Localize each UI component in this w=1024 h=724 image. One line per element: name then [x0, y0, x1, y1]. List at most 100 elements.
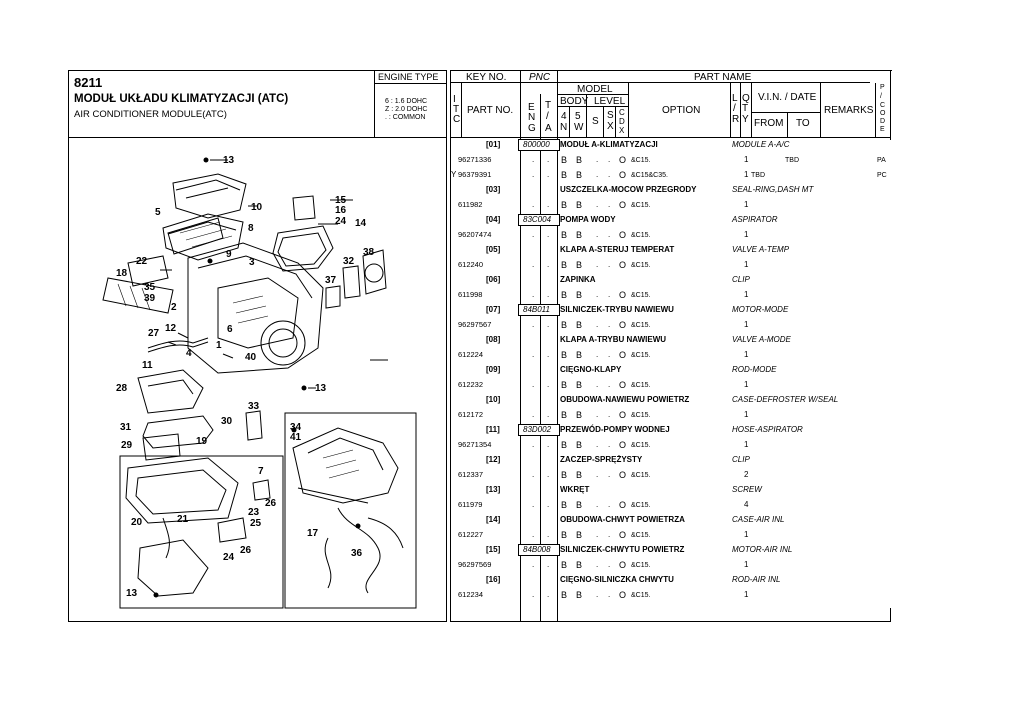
body-4n: B [561, 170, 568, 180]
ta-value: . [547, 155, 550, 164]
col-line-body [586, 94, 587, 138]
header-level-cdx-d: D [619, 117, 625, 126]
pnc-box [518, 214, 560, 226]
header-level-cdx-c: C [619, 108, 625, 117]
callout-41: 41 [290, 432, 302, 443]
level-sx: . [608, 170, 611, 179]
level-sx: . [608, 320, 611, 329]
part-number: 96379391 [458, 170, 492, 179]
option-code: &C15. [631, 502, 651, 509]
part-name: POMPA WODY [560, 215, 616, 224]
callout-1: 1 [216, 340, 222, 351]
level-cdx: O [619, 560, 627, 570]
pnc-code: 800000 [523, 140, 550, 149]
level-cdx: O [619, 200, 627, 210]
callout-4: 4 [186, 348, 192, 359]
callout-30: 30 [221, 416, 233, 427]
ta-value: . [547, 590, 550, 599]
header-part-name: PART NAME [694, 72, 752, 83]
level-s: . [596, 170, 599, 179]
part-name: MODUŁ A-KLIMATYZACJI [560, 140, 658, 149]
callout-19: 19 [196, 436, 208, 447]
level-s: . [596, 290, 599, 299]
ta-value: . [547, 530, 550, 539]
col-line-itc [461, 83, 462, 138]
body-5w: B [576, 260, 583, 270]
part-number: 612172 [458, 410, 484, 419]
quantity: 1 [744, 170, 749, 179]
part-number: 612337 [458, 470, 484, 479]
pnc-code: 83D002 [523, 425, 552, 434]
level-s: . [596, 350, 599, 359]
callout-26: 26 [265, 498, 277, 509]
ta-value: . [547, 260, 550, 269]
callout-36: 36 [351, 548, 363, 559]
callout-13b: 13 [315, 383, 327, 394]
level-sx: . [608, 530, 611, 539]
body-4n: B [561, 155, 568, 165]
level-sx: . [608, 155, 611, 164]
col-line-qty [740, 83, 741, 138]
engine-type-2: Z : 2.0 DOHC [385, 106, 428, 113]
callout-32: 32 [343, 256, 355, 267]
body-5w: B [576, 500, 583, 510]
body-4n: B [561, 470, 568, 480]
col-line-option [628, 83, 629, 138]
body-4n: B [561, 230, 568, 240]
model-line [557, 94, 628, 95]
quantity: 1 [744, 200, 749, 209]
option-code: &C15. [631, 412, 651, 419]
exploded-diagram: 13 10 5 8 9 3 15 16 24 14 22 18 35 39 2 … [102, 155, 417, 609]
pnc-code: 83C004 [523, 215, 552, 224]
part-name: KLAPA A-TRYBU NAWIEWU [560, 335, 667, 344]
header-eng-g: G [528, 123, 536, 134]
header-body-n: N [560, 122, 568, 133]
ta-value: . [547, 290, 550, 299]
level-cdx: O [619, 170, 627, 180]
part-name-en: CASE-DEFROSTER W/SEAL [732, 395, 839, 404]
body-4n: B [561, 350, 568, 360]
body-5w: B [576, 290, 583, 300]
quantity: 4 [744, 500, 749, 509]
header-qty-q: Q [742, 93, 750, 104]
header-pcode-o: O [880, 110, 886, 117]
part-name-en: SCREW [732, 485, 762, 494]
body-5w: B [576, 590, 583, 600]
callout-16: 16 [335, 205, 347, 216]
option-code: &C15. [631, 442, 651, 449]
part-number: 612227 [458, 530, 484, 539]
part-number: 612234 [458, 590, 484, 599]
key-no: [05] [486, 245, 501, 254]
callout-13: 13 [223, 155, 235, 166]
callout-40: 40 [245, 352, 257, 363]
callout-39: 39 [144, 293, 156, 304]
part-name: SILNICZEK-CHWYTU POWIETRZ [560, 545, 685, 554]
header-eng-n: N [528, 112, 536, 123]
body-4n: B [561, 200, 568, 210]
table-right-top [890, 70, 891, 140]
part-name-en: CLIP [732, 455, 750, 464]
header-pcode-e: E [880, 126, 885, 133]
callout-24b: 24 [223, 552, 235, 563]
eng-value: . [532, 200, 535, 209]
eng-value: . [532, 170, 535, 179]
eng-value: . [532, 590, 535, 599]
level-sx: . [608, 290, 611, 299]
callout-27: 27 [148, 328, 160, 339]
option-code: &C15. [631, 262, 651, 269]
body-4n: B [561, 410, 568, 420]
header-body: BODY [560, 96, 589, 107]
header-level-s: S [592, 116, 599, 127]
option-code: &C15. [631, 592, 651, 599]
frame-divider [446, 70, 447, 622]
header-ta-a: A [545, 123, 552, 134]
body-5w: B [576, 155, 583, 165]
part-name: ZAPINKA [560, 275, 596, 284]
quantity: 1 [744, 410, 749, 419]
part-name-en: VALVE A-MODE [732, 335, 791, 344]
table-top [450, 70, 892, 71]
header-qty-y: Y [742, 114, 749, 125]
eng-value: . [532, 155, 535, 164]
option-code: &C15. [631, 562, 651, 569]
col-line-vin [751, 83, 752, 138]
